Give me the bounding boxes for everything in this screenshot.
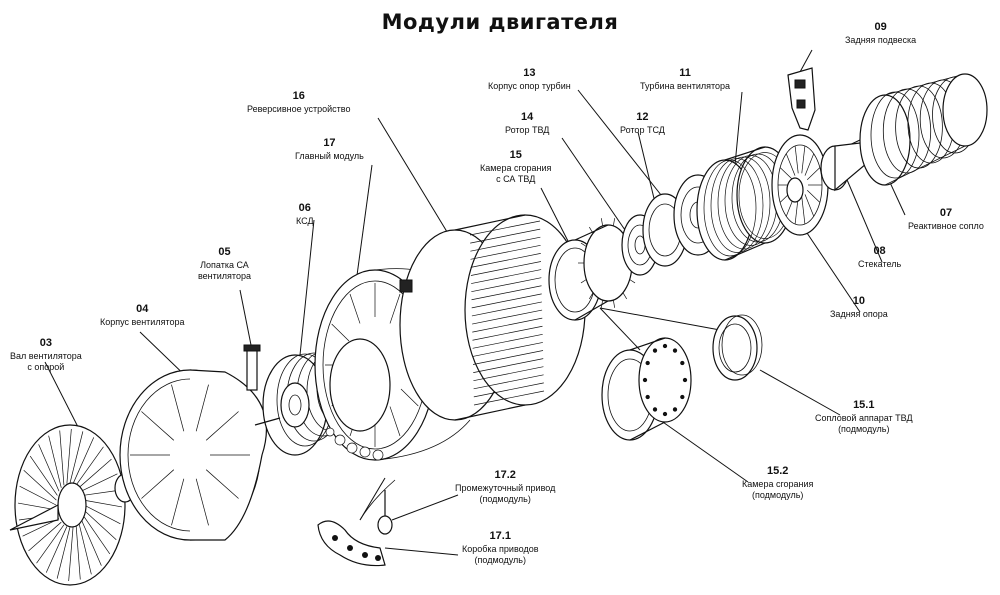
callout-label-line2: (подмодуль) [838, 424, 890, 434]
callout-06-ipc: 06 КСД [296, 203, 314, 227]
callout-label-line2: с опорой [27, 362, 65, 372]
callout-14-hpt-rotor: 14 Ротор ТВД [505, 112, 549, 136]
callout-label: Вал вентилятора [10, 351, 82, 361]
callout-number: 04 [136, 303, 149, 315]
combustor-drawing [548, 218, 638, 321]
callout-number: 12 [636, 111, 649, 123]
callout-label: Корпус вентилятора [100, 317, 185, 327]
callout-17-2-intermediate-drive: 17.2 Промежуточный привод (подмодуль) [455, 470, 555, 505]
exhaust-nozzle-drawing [859, 73, 988, 186]
fan-rotor-drawing [9, 424, 201, 586]
callout-label: Лопатка СА [200, 260, 249, 270]
callout-number: 17.2 [494, 469, 516, 481]
callout-07-exhaust-nozzle: 07 Реактивное сопло [908, 208, 984, 232]
callout-label: Главный модуль [295, 151, 364, 161]
callout-label: Промежуточный привод [455, 483, 556, 493]
callout-number: 10 [852, 295, 866, 307]
callout-label: Задняя подвеска [845, 35, 917, 45]
callout-label: Стекатель [858, 259, 902, 269]
callout-number: 03 [39, 337, 52, 349]
rear-mount-drawing [787, 67, 816, 131]
callout-label: Реверсивное устройство [247, 104, 351, 114]
callout-16-thrust-reverser: 16 Реверсивное устройство [247, 91, 350, 115]
gearbox-submodule-drawing [317, 479, 396, 567]
callout-05-fan-vane: 05 Лопатка СА вентилятора [198, 247, 251, 282]
callout-number: 17.1 [489, 530, 511, 542]
callout-10-rear-support: 10 Задняя опора [830, 296, 888, 320]
callout-label: Турбина вентилятора [640, 81, 731, 91]
callout-number: 06 [298, 202, 311, 214]
callout-number: 09 [874, 21, 887, 33]
callout-label: Задняя опора [830, 309, 888, 319]
callout-number: 14 [521, 111, 534, 123]
callout-03-fan-shaft: 03 Вал вентилятора с опорой [10, 338, 82, 373]
callout-label: Корпус опор турбин [488, 81, 571, 91]
callout-number: 17 [323, 137, 336, 149]
callout-number: 11 [679, 67, 691, 79]
callout-11-fan-turbine: 11 Турбина вентилятора [640, 68, 730, 92]
callout-12-ipt-rotor: 12 Ротор ТСД [620, 112, 665, 136]
callout-15-combustor: 15 Камера сгорания с СА ТВД [480, 150, 551, 185]
fan-casing-drawing [119, 369, 267, 541]
callout-number: 07 [939, 207, 953, 219]
callout-label: Коробка приводов [462, 544, 539, 554]
callout-04-fan-casing: 04 Корпус вентилятора [100, 304, 185, 328]
callout-17-main-module: 17 Главный модуль [295, 138, 364, 162]
combustor-submodule-drawing [601, 337, 692, 441]
diagram-title: Модули двигателя [381, 10, 619, 34]
callout-label-line2: с СА ТВД [496, 174, 536, 184]
callout-17-1-gearbox: 17.1 Коробка приводов (подмодуль) [462, 531, 539, 566]
callout-label-line2: вентилятора [198, 271, 251, 281]
ipc-compressor-drawing [254, 347, 382, 456]
callout-number: 16 [292, 90, 305, 102]
callout-number: 15 [509, 149, 522, 161]
callout-15-1-hpt-nozzle: 15.1 Сопловой аппарат ТВД (подмодуль) [815, 400, 913, 435]
callout-number: 15.1 [853, 399, 875, 411]
callout-15-2-combustor-submodule: 15.2 Камера сгорания (подмодуль) [742, 466, 813, 501]
callout-label: КСД [296, 216, 314, 226]
callout-number: 15.2 [767, 465, 789, 477]
callout-label: Камера сгорания [480, 163, 552, 173]
callout-label-line2: (подмодуль) [479, 494, 531, 504]
rear-support-drawing [771, 134, 829, 236]
callout-number: 05 [218, 246, 231, 258]
callout-label: Камера сгорания [742, 479, 814, 489]
callout-label-line2: (подмодуль) [752, 490, 804, 500]
callout-number: 08 [873, 245, 886, 257]
callout-09-rear-mount: 09 Задняя подвеска [845, 22, 916, 46]
callout-label: Реактивное сопло [908, 221, 984, 231]
callout-label: Ротор ТСД [620, 125, 665, 135]
hpt-nozzle-submodule-drawing [712, 314, 763, 381]
main-module-drawing [314, 268, 471, 461]
thrust-reverser-drawing [399, 214, 586, 421]
fan-vane-drawing [243, 344, 261, 391]
callout-label: Сопловой аппарат ТВД [815, 413, 913, 423]
callout-08-tail-cone: 08 Стекатель [858, 246, 901, 270]
callout-13-turbine-support-case: 13 Корпус опор турбин [488, 68, 571, 92]
callout-label: Ротор ТВД [505, 125, 550, 135]
callout-label-line2: (подмодуль) [474, 555, 526, 565]
callout-number: 13 [523, 67, 536, 79]
